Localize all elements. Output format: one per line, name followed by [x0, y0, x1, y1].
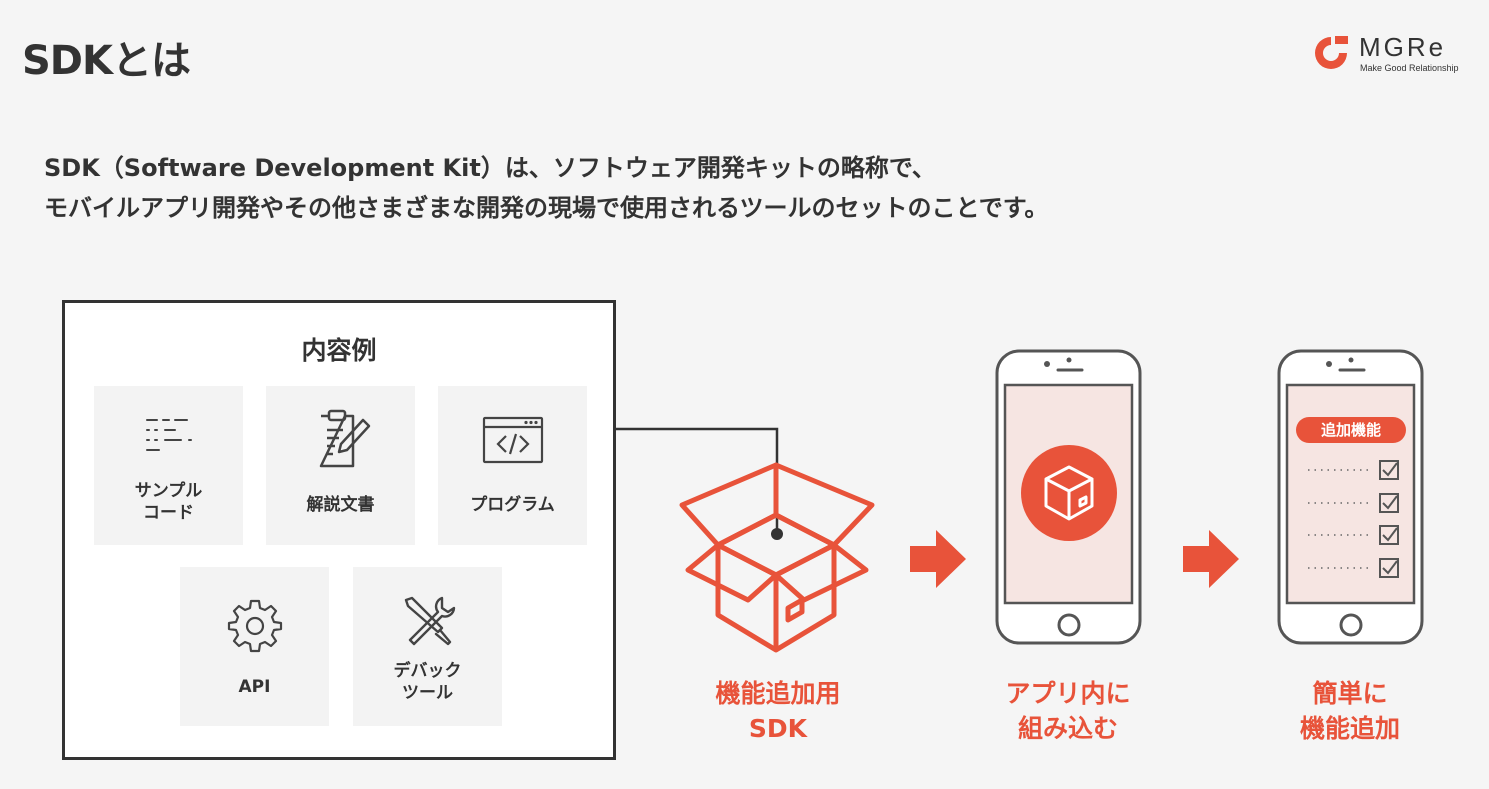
gear-icon: [227, 599, 282, 653]
tile-label: API: [238, 677, 271, 697]
open-box-icon: [679, 462, 875, 653]
page-title: SDKとは: [22, 38, 191, 84]
feature-badge: 追加機能: [1320, 421, 1381, 439]
logo-text: MGRe: [1359, 32, 1447, 62]
contents-panel: 内容例 サンプル コード: [62, 300, 616, 760]
phone-box-icon: [995, 349, 1142, 645]
contents-panel-title: 内容例: [301, 336, 377, 365]
arrow-right-icon: [1183, 530, 1239, 588]
step2-label: アプリ内に 組み込む: [1005, 679, 1131, 743]
mgre-logo: MGRe Make Good Relationship: [1307, 30, 1467, 76]
tile-document: 解説文書: [266, 386, 415, 545]
document-icon: [319, 409, 370, 468]
tile-debug-tool: デバック ツール: [353, 567, 502, 726]
step1-label: 機能追加用 SDK: [715, 679, 841, 743]
sample-code-icon: [145, 419, 192, 451]
tile-label: デバック ツール: [393, 661, 462, 703]
phone-checklist: 追加機能: [1276, 348, 1426, 648]
tile-sample-code: サンプル コード: [94, 386, 243, 545]
tile-api: API: [180, 567, 329, 726]
step3-label: 簡単に 機能追加: [1299, 679, 1400, 743]
logo-tagline: Make Good Relationship: [1360, 63, 1459, 73]
tools-icon: [404, 596, 455, 646]
tile-label: サンプル コード: [134, 481, 203, 523]
arrow-right-icon: [910, 530, 966, 588]
tile-label: プログラム: [470, 495, 555, 515]
tile-label: 解説文書: [306, 495, 375, 515]
tile-program: プログラム: [438, 386, 587, 545]
program-icon: [482, 416, 543, 464]
mgre-logo-icon: [1315, 36, 1348, 69]
phone-checklist-icon: [1277, 349, 1424, 645]
description-line-2: モバイルアプリ開発やその他さまざまな開発の現場で使用されるツールのセットのことで…: [44, 194, 1049, 222]
description: SDK（Software Development Kit）は、ソフトウェア開発キ…: [44, 148, 1048, 228]
description-line-1: SDK（Software Development Kit）は、ソフトウェア開発キ…: [44, 154, 936, 182]
